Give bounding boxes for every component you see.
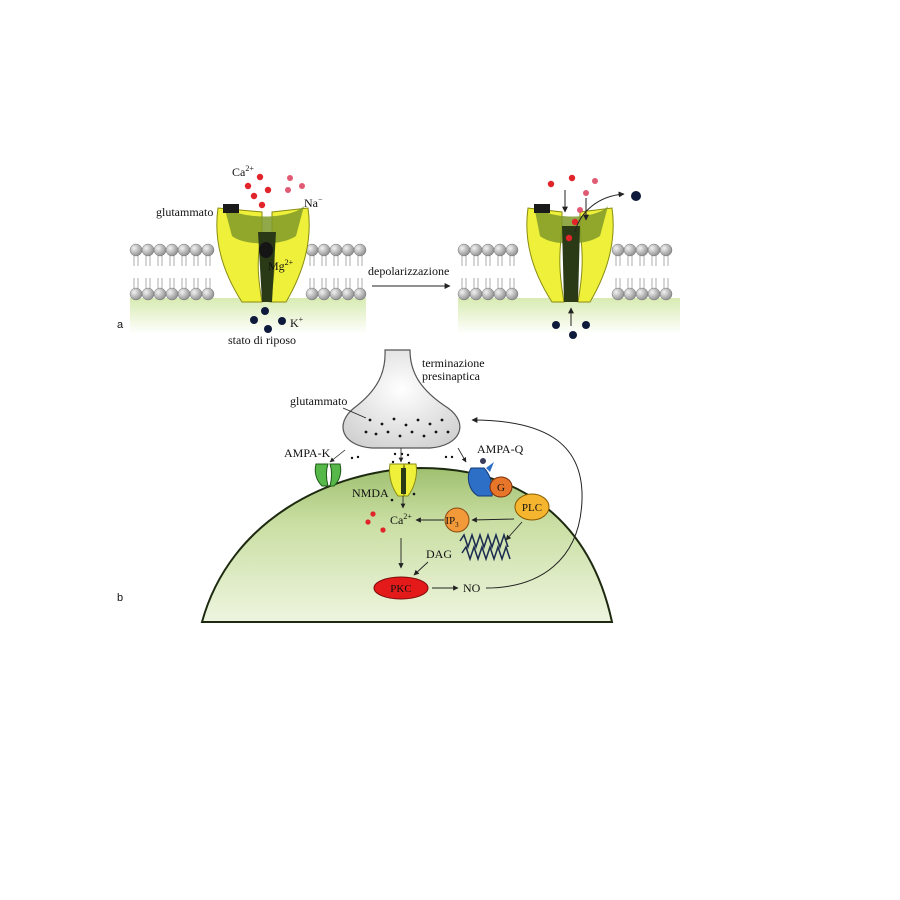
panel-a: a [117, 164, 680, 347]
plc-enzyme: PLC [514, 493, 550, 521]
pkc-enzyme: PKC [373, 576, 429, 600]
k-ions-left [250, 307, 286, 333]
postsynaptic-cell [200, 466, 614, 623]
ampa-q-label: AMPA-Q [477, 442, 524, 456]
depolarization-label: depolarizzazione [368, 264, 449, 278]
ampa-q-receptor [467, 458, 494, 497]
panel-b: b terminazione presinaptica glutammato A… [117, 349, 614, 623]
plc-label: PLC [522, 502, 542, 514]
nmda-receptor [389, 463, 417, 497]
panel-b-letter: b [117, 592, 123, 604]
nmda-channel-closed [216, 204, 310, 303]
glutamate-pointer [342, 407, 367, 419]
ca-label-a: Ca2+ [232, 164, 254, 179]
ca-ions-b [365, 511, 386, 533]
ca-label-b: Ca2+ [390, 512, 412, 527]
g-protein: G [489, 476, 513, 498]
dag-coil [459, 532, 511, 562]
ions-entering [547, 174, 641, 242]
presynaptic-label-line2: presinaptica [422, 369, 481, 383]
glutamate-label-b: glutammato [290, 394, 347, 408]
ampa-k-label: AMPA-K [284, 446, 331, 460]
depolarized-state [457, 174, 680, 339]
mg-ion-expelled [631, 191, 641, 201]
k-label: K+ [290, 315, 304, 330]
ca-ions-left [244, 173, 272, 209]
cytoplasm-region-right [458, 298, 680, 334]
glutamate-block [223, 204, 239, 213]
mg-label: Mg2+ [268, 258, 294, 273]
no-label: NO [463, 581, 481, 595]
panel-a-letter: a [117, 319, 124, 331]
glutamate-label-a: glutammato [156, 205, 213, 219]
glutamate-vesicles [364, 417, 450, 438]
no-retrograde-arrow [471, 417, 583, 589]
depolarization-transition: depolarizzazione [368, 264, 451, 289]
cytoplasm-region-left [130, 298, 366, 334]
dag-label: DAG [426, 547, 452, 561]
resting-state: Ca2+ Na− glutammato Mg2+ K+ stato di rip… [129, 164, 367, 347]
lipid-bilayer-left [129, 243, 367, 301]
ip3-label: IP3 [445, 515, 459, 529]
resting-state-label: stato di riposo [228, 333, 296, 347]
presynaptic-label-line1: terminazione [422, 356, 485, 370]
na-label: Na− [304, 195, 323, 210]
released-glutamate [350, 452, 454, 465]
nmda-label: NMDA [352, 486, 389, 500]
g-label: G [497, 482, 505, 494]
ampa-k-receptor [314, 463, 342, 487]
pkc-label: PKC [390, 583, 411, 595]
nmda-channel-open [526, 204, 614, 303]
na-ions-left [285, 175, 305, 193]
glutamate-block-right [534, 204, 550, 213]
ip3-molecule: IP3 [444, 507, 470, 533]
k-ions-right [552, 307, 590, 339]
mg-ion [259, 242, 273, 258]
lipid-bilayer-right [457, 243, 673, 301]
